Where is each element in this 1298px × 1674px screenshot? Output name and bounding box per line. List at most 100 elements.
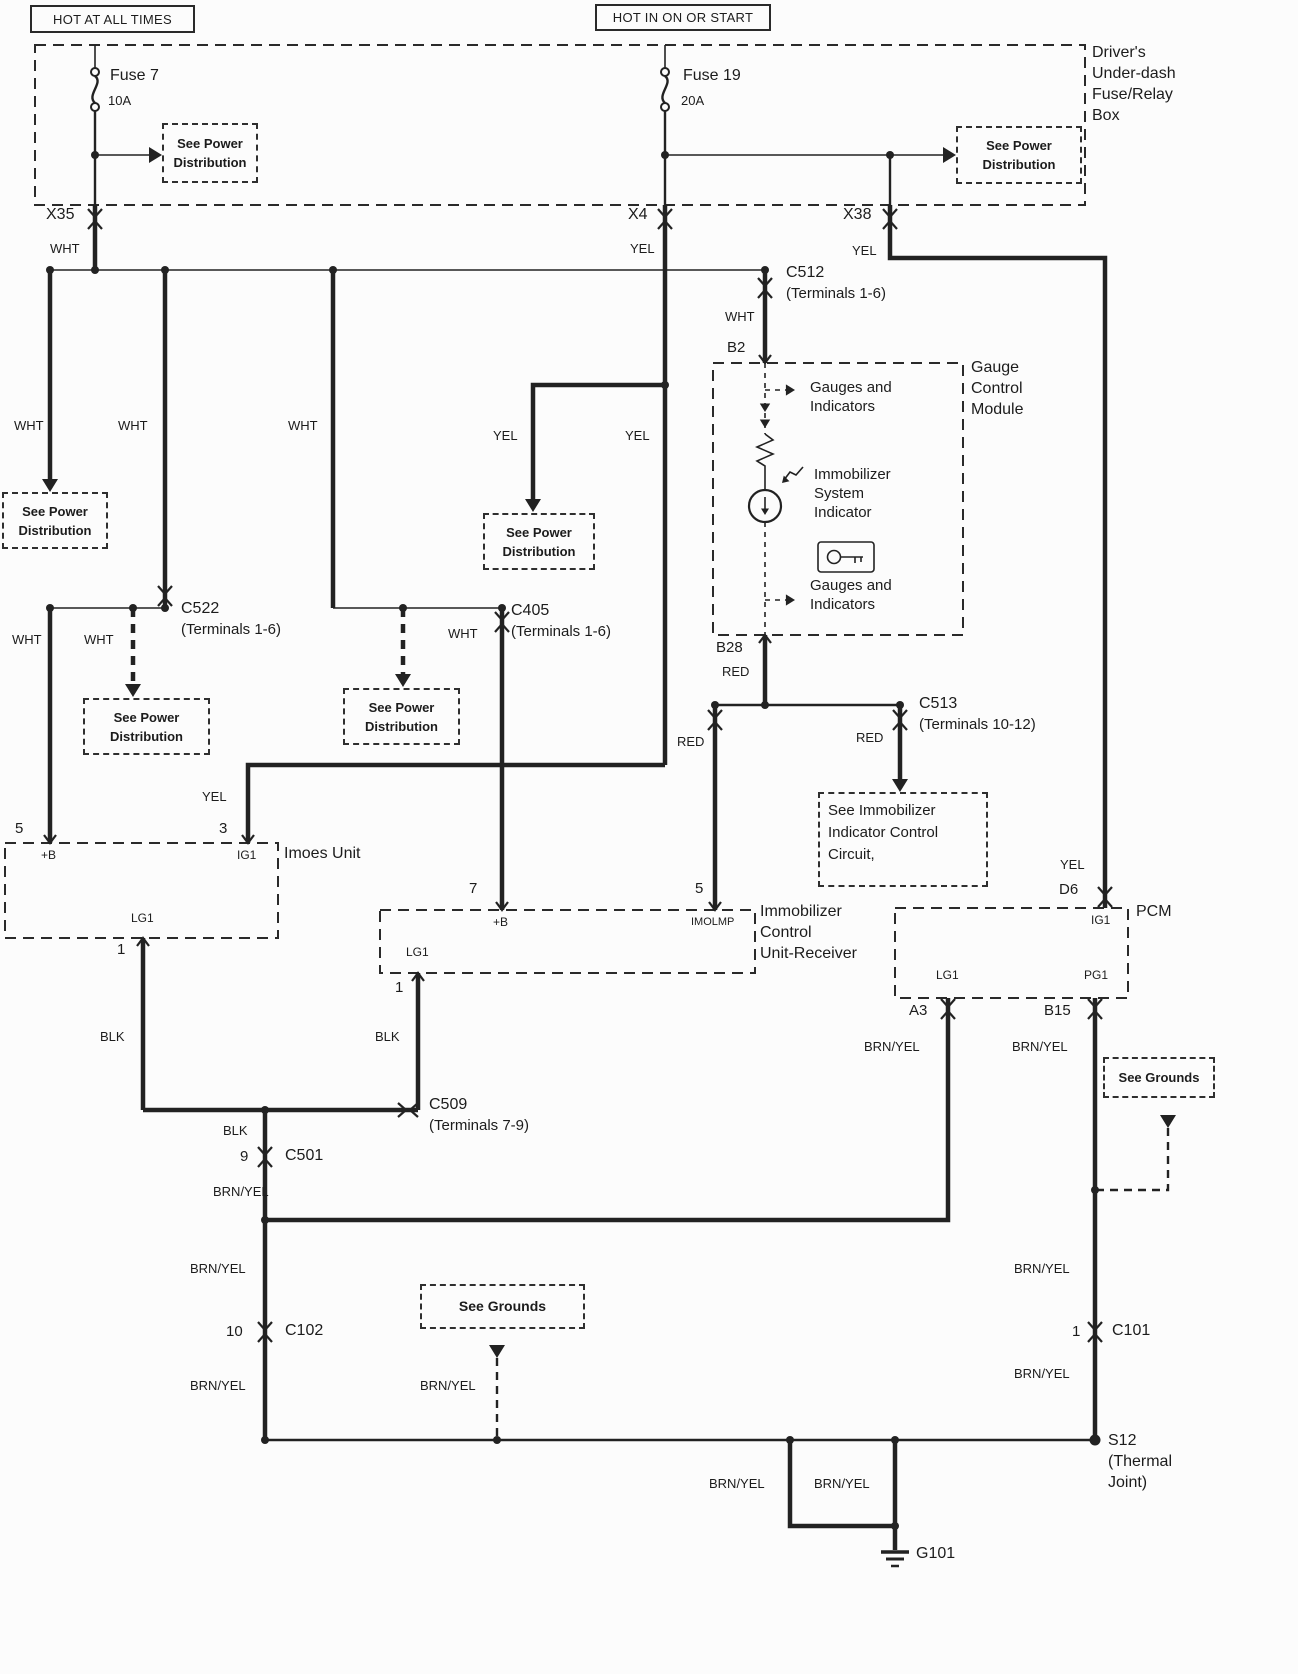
wire-color-brn-yel: BRN/YEL	[213, 1184, 269, 1199]
diode-symbol	[759, 419, 771, 428]
receiver-terminal-7: 7	[469, 880, 478, 897]
wire-color-yel: YEL	[852, 243, 877, 258]
receiver-terminal-5: 5	[695, 880, 704, 897]
connector-c501-label: C501	[285, 1147, 324, 1164]
wht-distribution-wiring	[42, 205, 769, 910]
gauges-indicators-bottom: Gauges and Indicators	[810, 577, 892, 613]
wire-color-yel: YEL	[630, 241, 655, 256]
wire-color-wht: WHT	[118, 418, 148, 433]
exit-x35-label: X35	[46, 206, 75, 223]
diode-symbol	[759, 403, 771, 412]
immobilizer-wiring	[711, 701, 908, 910]
s12-thermal-joint	[1089, 1434, 1101, 1446]
ground-symbol-g101	[881, 1550, 909, 1568]
see-power-distribution-ref: See Power Distribution	[483, 513, 595, 570]
terminal-b15-label: B15	[1044, 1002, 1071, 1019]
ground-wiring	[140, 938, 1176, 1568]
see-power-distribution-ref: See Power Distribution	[2, 492, 108, 549]
fuse19-top-terminal	[660, 67, 670, 77]
imoes-pin-lg1: LG1	[131, 911, 154, 925]
wire-color-wht: WHT	[12, 632, 42, 647]
wire-color-brn-yel: BRN/YEL	[709, 1476, 765, 1491]
fuse7-top-terminal	[90, 67, 100, 77]
fuse7-rating: 10A	[108, 93, 132, 108]
fuse7-label: Fuse 7	[110, 67, 159, 84]
pcm-pin-ig1: IG1	[1091, 913, 1111, 927]
receiver-pin-lg1: LG1	[406, 945, 429, 959]
wire-color-blk: BLK	[375, 1029, 400, 1044]
see-power-distribution-ref: See Power Distribution	[83, 698, 210, 755]
fuse19-rating: 20A	[681, 93, 705, 108]
connector-c513-terminals: (Terminals 10-12)	[919, 716, 1036, 733]
connector-symbols	[42, 207, 1114, 1344]
fuse-relay-box-outline	[34, 44, 1086, 206]
immobilizer-receiver-outline	[379, 909, 756, 974]
wire-color-brn-yel: BRN/YEL	[190, 1261, 246, 1276]
wire-color-brn-yel: BRN/YEL	[420, 1378, 476, 1393]
fuse19-bottom-terminal	[660, 102, 670, 112]
imoes-pin-ig1: IG1	[237, 848, 257, 862]
connector-c522-label: C522	[181, 600, 220, 617]
wire-color-yel: YEL	[202, 789, 227, 804]
exit-x4-label: X4	[628, 206, 648, 223]
connector-c102-label: C102	[285, 1322, 324, 1339]
gauge-control-module-outline	[712, 362, 964, 636]
fuse-box-title: Driver's Under-dash Fuse/Relay Box	[1092, 44, 1176, 124]
terminal-d6-label: D6	[1059, 881, 1079, 898]
yel-feed-wiring	[245, 205, 1108, 908]
fuse7-bottom-terminal	[90, 102, 100, 112]
imoes-pin-plus-b: +B	[41, 848, 57, 862]
see-power-distribution-ref: See Power Distribution	[956, 126, 1082, 184]
connector-c101-label: C101	[1112, 1322, 1151, 1339]
imoes-terminal-3: 3	[219, 820, 228, 837]
wire-color-brn-yel: BRN/YEL	[814, 1476, 870, 1491]
wire-color-brn-yel: BRN/YEL	[190, 1378, 246, 1393]
wire-color-brn-yel: BRN/YEL	[864, 1039, 920, 1054]
fuse-relay-box-wiring	[90, 45, 956, 205]
pcm-outline	[894, 907, 1129, 999]
receiver-terminal-1: 1	[395, 979, 404, 996]
wire-color-yel: YEL	[1060, 857, 1085, 872]
gauges-indicators-top: Gauges and Indicators	[810, 379, 892, 415]
hot-in-on-or-start-box: HOT IN ON OR START	[595, 4, 771, 31]
wire-color-wht: WHT	[84, 632, 114, 647]
wire-color-brn-yel: BRN/YEL	[1012, 1039, 1068, 1054]
s12-label: S12	[1108, 1432, 1137, 1449]
immobilizer-receiver-title: Immobilizer Control Unit-Receiver	[760, 903, 857, 962]
connector-c405-terminals: (Terminals 1-6)	[511, 623, 612, 640]
see-power-distribution-ref: See Power Distribution	[162, 123, 258, 183]
terminal-1-label: 1	[1072, 1323, 1081, 1340]
lamp-ray-symbol	[783, 466, 804, 481]
terminal-a3-label: A3	[909, 1002, 928, 1019]
gauge-module-title: Gauge Control Module	[971, 359, 1024, 418]
wire-color-blk: BLK	[100, 1029, 125, 1044]
s12-description: (Thermal Joint)	[1108, 1453, 1173, 1491]
wire-color-brn-yel: BRN/YEL	[1014, 1366, 1070, 1381]
connector-c512-terminals: (Terminals 1-6)	[786, 285, 887, 302]
connector-c512-label: C512	[786, 264, 825, 281]
terminal-9-label: 9	[240, 1148, 249, 1165]
resistor-symbol	[755, 433, 775, 490]
connector-c509-label: C509	[429, 1096, 468, 1113]
see-power-distribution-ref: See Power Distribution	[343, 688, 460, 745]
imoes-unit-title: Imoes Unit	[284, 845, 361, 862]
hot-at-all-times-box: HOT AT ALL TIMES	[30, 5, 195, 33]
connector-c509-terminals: (Terminals 7-9)	[429, 1117, 530, 1134]
pcm-pin-lg1: LG1	[936, 968, 959, 982]
fuse19-label: Fuse 19	[683, 67, 741, 84]
wire-color-brn-yel: BRN/YEL	[1014, 1261, 1070, 1276]
g101-label: G101	[916, 1545, 956, 1562]
see-grounds-ref: See Grounds	[420, 1284, 585, 1329]
wire-color-red: RED	[856, 730, 884, 745]
terminal-b2-label: B2	[727, 339, 746, 356]
terminal-b28-label: B28	[716, 639, 743, 656]
imoes-terminal-5: 5	[15, 820, 24, 837]
wire-color-wht: WHT	[725, 309, 755, 324]
connector-c513-label: C513	[919, 695, 958, 712]
wire-color-yel: YEL	[625, 428, 650, 443]
receiver-pin-imolmp: IMOLMP	[691, 916, 735, 928]
pcm-pin-pg1: PG1	[1084, 968, 1109, 982]
see-grounds-ref: See Grounds	[1103, 1057, 1215, 1098]
